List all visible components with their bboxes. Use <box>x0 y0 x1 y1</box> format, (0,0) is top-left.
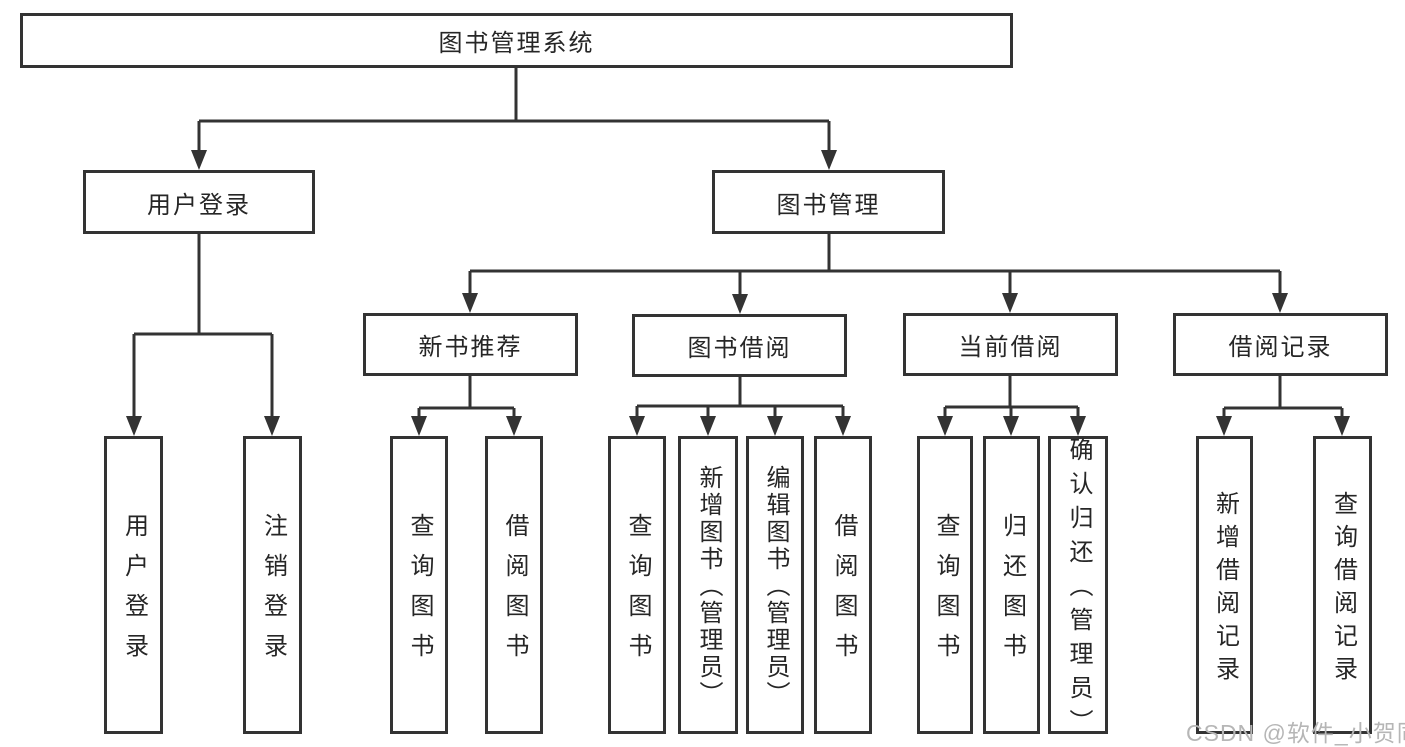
arrowhead-icon <box>506 416 522 436</box>
node-borrow-record: 借阅记录 <box>1173 313 1388 376</box>
leaf-query-book-2-label: 查询图书 <box>624 513 651 673</box>
arrowhead-icon <box>191 150 207 170</box>
arrowhead-icon <box>700 416 716 436</box>
leaf-query-borrow-record-label: 查询借阅记录 <box>1329 490 1357 689</box>
csdn-watermark: CSDN @软件_小贺同学 <box>1186 720 1405 746</box>
leaf-add-book-admin-label: 新增图书（管理员） <box>695 465 722 708</box>
arrowhead-icon <box>1334 416 1350 436</box>
arrowhead-icon <box>264 416 280 436</box>
connector-current-borrow-children <box>937 376 1086 436</box>
arrowhead-icon <box>767 416 783 436</box>
leaf-borrow-book-2-label: 借阅图书 <box>830 513 857 673</box>
leaf-add-borrow-record-label: 新增借阅记录 <box>1211 490 1239 689</box>
node-root: 图书管理系统 <box>20 13 1013 68</box>
arrowhead-icon <box>1070 416 1086 436</box>
leaf-user-login: 用户登录 <box>104 436 163 734</box>
leaf-add-book-admin: 新增图书（管理员） <box>678 436 738 734</box>
connector-user-login-children <box>126 234 280 436</box>
leaf-user-login-label: 用户登录 <box>120 513 148 673</box>
arrowhead-icon <box>126 416 142 436</box>
arrowhead-icon <box>835 416 851 436</box>
node-user-login: 用户登录 <box>83 170 315 234</box>
connector-borrow-record-children <box>1216 376 1350 436</box>
node-new-book-recommend-label: 新书推荐 <box>418 334 523 361</box>
leaf-edit-book-admin: 编辑图书（管理员） <box>746 436 804 734</box>
node-current-borrow-label: 当前借阅 <box>958 334 1063 361</box>
leaf-borrow-book-1: 借阅图书 <box>485 436 543 734</box>
leaf-return-book-label: 归还图书 <box>998 513 1026 673</box>
arrowhead-icon <box>1002 293 1018 313</box>
leaf-add-borrow-record: 新增借阅记录 <box>1196 436 1253 734</box>
leaf-confirm-return-admin-label: 确认归还（管理员） <box>1065 437 1092 743</box>
node-user-login-label: 用户登录 <box>147 191 251 219</box>
arrowhead-icon <box>462 293 478 313</box>
leaf-query-book-2: 查询图书 <box>608 436 666 734</box>
leaf-logout-label: 注销登录 <box>259 513 287 673</box>
node-new-book-recommend: 新书推荐 <box>363 313 578 376</box>
node-book-management-label: 图书管理 <box>776 191 881 219</box>
connector-book-mgmt-children <box>462 234 1288 314</box>
arrowhead-icon <box>821 150 837 170</box>
node-current-borrow: 当前借阅 <box>903 313 1118 376</box>
leaf-return-book: 归还图书 <box>983 436 1040 734</box>
leaf-borrow-book-2: 借阅图书 <box>814 436 872 734</box>
leaf-query-book-3-label: 查询图书 <box>932 513 959 673</box>
arrowhead-icon <box>1216 416 1232 436</box>
arrowhead-icon <box>1272 293 1288 313</box>
connector-root-branches <box>191 68 837 170</box>
leaf-logout: 注销登录 <box>243 436 302 734</box>
connector-book-borrow-children <box>629 377 851 436</box>
node-book-management: 图书管理 <box>712 170 945 234</box>
leaf-query-book-3: 查询图书 <box>917 436 973 734</box>
arrowhead-icon <box>629 416 645 436</box>
leaf-query-book-1: 查询图书 <box>390 436 448 734</box>
arrowhead-icon <box>1003 416 1019 436</box>
node-root-label: 图书管理系统 <box>438 30 595 57</box>
leaf-query-borrow-record: 查询借阅记录 <box>1313 436 1372 734</box>
arrowhead-icon <box>411 416 427 436</box>
leaf-query-book-1-label: 查询图书 <box>406 513 433 673</box>
node-book-borrow-label: 图书借阅 <box>687 335 792 362</box>
arrowhead-icon <box>732 294 748 314</box>
node-book-borrow: 图书借阅 <box>632 314 847 377</box>
arrowhead-icon <box>937 416 953 436</box>
leaf-confirm-return-admin: 确认归还（管理员） <box>1048 436 1108 743</box>
connector-new-book-children <box>411 376 522 436</box>
leaf-edit-book-admin-label: 编辑图书（管理员） <box>762 465 789 708</box>
node-borrow-record-label: 借阅记录 <box>1228 334 1333 361</box>
leaf-borrow-book-1-label: 借阅图书 <box>501 513 528 673</box>
